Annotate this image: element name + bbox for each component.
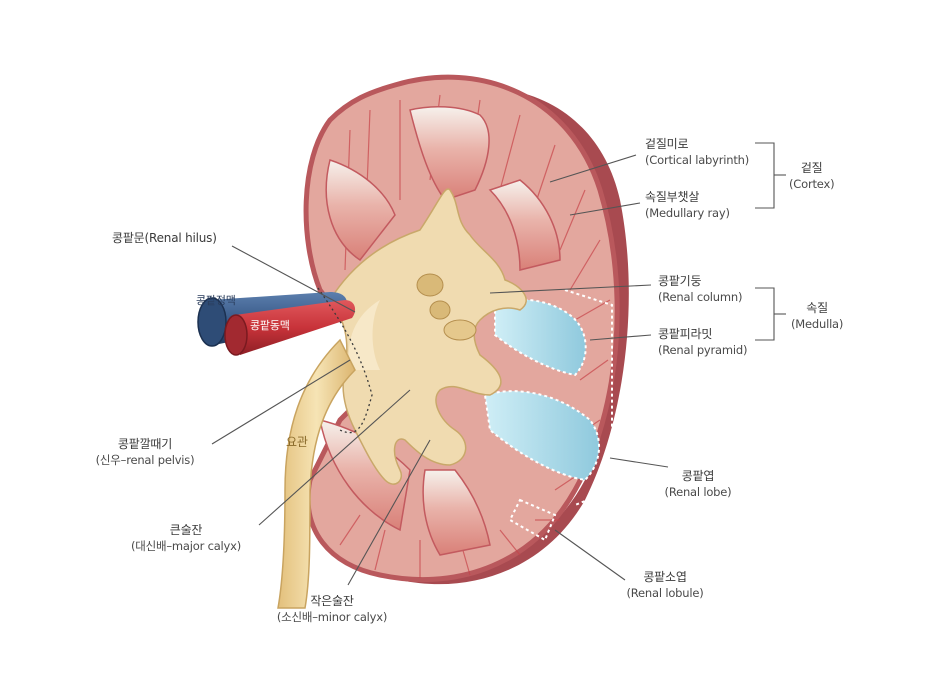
label-medulla-en: (Medulla) bbox=[791, 317, 844, 331]
label-renal-vein-text: 콩팥정맥 bbox=[196, 294, 236, 307]
label-renal-column: 콩팥기둥 (Renal column) bbox=[658, 273, 742, 305]
label-major-calyx-ko: 큰술잔 bbox=[169, 523, 203, 537]
label-ureter-text: 요관 bbox=[286, 435, 308, 449]
label-renal-vein: 콩팥정맥 bbox=[196, 293, 236, 309]
label-renal-pyramid-ko: 콩팥피라밋 bbox=[658, 327, 713, 341]
label-minor-calyx: 작은술잔 (소신배–minor calyx) bbox=[262, 593, 402, 625]
label-renal-pyramid: 콩팥피라밋 (Renal pyramid) bbox=[658, 326, 747, 358]
renal-artery bbox=[224, 300, 356, 356]
label-renal-artery-text: 콩팥동맥 bbox=[250, 319, 290, 332]
hilus-outline bbox=[317, 287, 373, 434]
label-cortex: 겉질 (Cortex) bbox=[789, 160, 835, 192]
highlighted-pyramid bbox=[483, 289, 613, 542]
label-cortical-labyrinth-en: (Cortical labyrinth) bbox=[645, 153, 750, 167]
label-medulla-ko: 속질 bbox=[806, 301, 828, 315]
label-major-calyx-en: (대신배–major calyx) bbox=[130, 539, 242, 553]
label-cortex-en: (Cortex) bbox=[789, 177, 835, 191]
label-ureter: 요관 bbox=[286, 434, 308, 450]
label-cortical-labyrinth: 겉질미로 (Cortical labyrinth) bbox=[645, 136, 749, 168]
label-renal-lobule-en: (Renal lobule) bbox=[626, 586, 704, 600]
label-renal-column-ko: 콩팥기둥 bbox=[658, 274, 702, 288]
label-cortical-labyrinth-ko: 겉질미로 bbox=[645, 137, 689, 151]
label-renal-artery: 콩팥동맥 bbox=[250, 318, 290, 334]
label-medullary-ray-en: (Medullary ray) bbox=[645, 206, 730, 220]
ureter bbox=[277, 338, 356, 609]
label-medulla: 속질 (Medulla) bbox=[791, 300, 843, 332]
label-renal-pelvis: 콩팥깔때기 (신우–renal pelvis) bbox=[80, 436, 210, 468]
label-renal-pelvis-ko: 콩팥깔때기 bbox=[117, 437, 173, 451]
label-renal-hilus-text: 콩팥문(Renal hilus) bbox=[112, 231, 217, 245]
label-renal-pelvis-en: (신우–renal pelvis) bbox=[95, 453, 195, 467]
label-renal-lobe-en: (Renal lobe) bbox=[664, 485, 732, 499]
label-renal-column-en: (Renal column) bbox=[658, 290, 743, 304]
label-renal-pyramid-en: (Renal pyramid) bbox=[658, 343, 748, 357]
label-renal-lobule: 콩팥소엽 (Renal lobule) bbox=[610, 569, 720, 601]
label-renal-hilus: 콩팥문(Renal hilus) bbox=[112, 230, 217, 246]
label-cortex-ko: 겉질 bbox=[800, 161, 823, 175]
label-renal-lobule-ko: 콩팥소엽 bbox=[643, 570, 687, 584]
label-major-calyx: 큰술잔 (대신배–major calyx) bbox=[116, 522, 256, 554]
label-medullary-ray-ko: 속질부챗살 bbox=[645, 190, 700, 204]
label-minor-calyx-en: (소신배–minor calyx) bbox=[276, 610, 388, 624]
renal-pyramids bbox=[319, 105, 561, 556]
label-renal-lobe-ko: 콩팥엽 bbox=[681, 469, 715, 483]
leader-lines bbox=[211, 142, 786, 586]
label-minor-calyx-ko: 작은술잔 bbox=[310, 594, 354, 608]
label-renal-lobe: 콩팥엽 (Renal lobe) bbox=[648, 468, 748, 500]
label-medullary-ray: 속질부챗살 (Medullary ray) bbox=[645, 189, 730, 221]
